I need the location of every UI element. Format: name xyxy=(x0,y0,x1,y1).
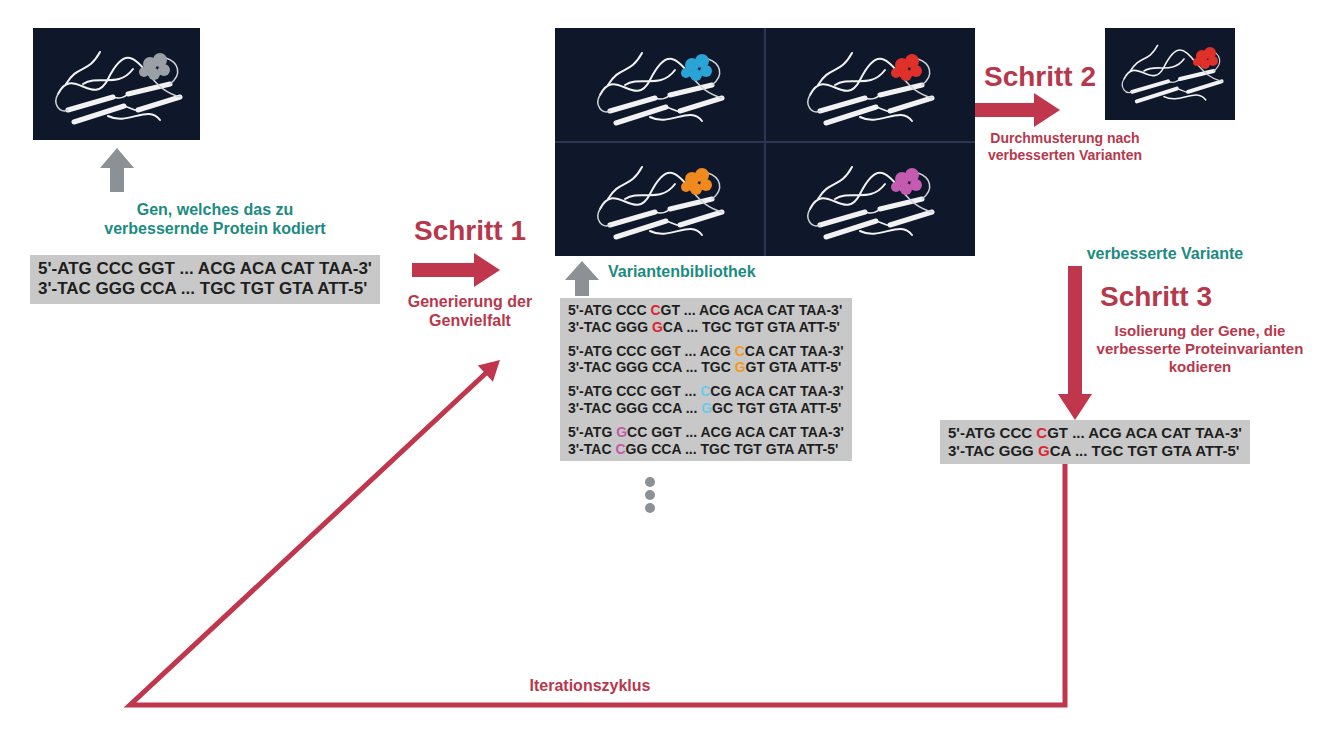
step-label: Schritt 1 xyxy=(380,214,560,248)
sequence-part: 5'-ATG xyxy=(568,424,616,440)
expression-arrow xyxy=(565,261,599,296)
connector-line xyxy=(1068,266,1082,396)
dna-strand: 5'-ATG CCC CGT ... ACG ACA CAT TAA-3' xyxy=(948,424,1242,442)
mutated-base: G xyxy=(652,319,663,335)
arrow-head xyxy=(474,253,500,287)
sequence-box: 5'-ATG CCC CGT ... ACG ACA CAT TAA-3'3'-… xyxy=(560,298,852,461)
connector-line xyxy=(975,103,1036,117)
residue-spheres xyxy=(1193,47,1218,69)
step-description: Isolierung der Gene, die verbesserte Pro… xyxy=(1095,322,1305,376)
residue-spheres xyxy=(891,54,922,81)
step-label: Schritt 2 xyxy=(960,60,1120,94)
mutated-base: G xyxy=(701,400,712,416)
sequence-part: 3'-TAC GGG xyxy=(568,319,652,335)
dna-strand: 3'-TAC GGG CCA ... GGC TGT GTA ATT-5' xyxy=(568,400,844,417)
protein-ribbon xyxy=(56,52,180,122)
panel-divider xyxy=(555,28,975,256)
expression-arrow xyxy=(100,148,134,192)
sequence-part: 3'-TAC GGG CCA ... TGC xyxy=(568,359,735,375)
arrow-head xyxy=(1058,394,1092,420)
residue-spheres xyxy=(681,168,712,195)
sequence-part: CA ... TGC TGT GTA ATT-5' xyxy=(1050,442,1240,459)
mutated-base: C xyxy=(1036,424,1047,441)
dna-strand: 5'-ATG CCC GGT ... CCG ACA CAT TAA-3' xyxy=(568,383,844,400)
mutated-base: C xyxy=(650,302,660,318)
sequence-part: GG CCA ... TGC TGT GTA ATT-5' xyxy=(626,441,839,457)
dna-strand: 3'-TAC GGG CCA ... TGC GGT GTA ATT-5' xyxy=(568,359,844,376)
node-heading: verbesserte Variante xyxy=(1060,244,1270,263)
isolated-gene: 5'-ATG CCC CGT ... ACG ACA CAT TAA-3'3'-… xyxy=(940,420,1250,464)
step-arrow xyxy=(412,253,500,287)
mutated-base: G xyxy=(616,424,627,440)
mutated-base: C xyxy=(615,441,625,457)
sequence-part: 3'-TAC GGG xyxy=(948,442,1038,459)
dna-strand: 3'-TAC GGG CCA ... TGC TGT GTA ATT-5' xyxy=(38,279,372,299)
sequence-part: GC TGT GTA ATT-5' xyxy=(712,400,841,416)
protein-ribbon xyxy=(598,167,722,237)
protein-ribbon xyxy=(808,53,932,123)
sequence-part: 5'-ATG CCC xyxy=(948,424,1036,441)
sequence-part: CG ACA CAT TAA-3' xyxy=(710,383,843,399)
variant-library: Variantenbibliothek5'-ATG CCC CGT ... AC… xyxy=(500,28,975,518)
dna-strand: 5'-ATG CCC CGT ... ACG ACA CAT TAA-3' xyxy=(568,302,844,319)
dna-strand: 5'-ATG CCC GGT ... ACG CCA CAT TAA-3' xyxy=(568,343,844,360)
protein-panel xyxy=(33,28,200,140)
sequence-part: 3'-TAC xyxy=(568,441,615,457)
sequence-box: 5'-ATG CCC GGT ... ACG ACA CAT TAA-3'3'-… xyxy=(30,255,380,304)
arrow-head xyxy=(1034,93,1060,127)
sequence-part: GT ... ACG ACA CAT TAA-3' xyxy=(1047,424,1242,441)
continuation-dots xyxy=(645,477,655,513)
dna-strand: 3'-TAC GGG GCA ... TGC TGT GTA ATT-5' xyxy=(568,319,844,336)
step-label: Schritt 3 xyxy=(1100,280,1270,314)
connector-line xyxy=(412,263,476,277)
dna-strand: 5'-ATG CCC GGT ... ACG ACA CAT TAA-3' xyxy=(38,259,372,279)
cycle-label: Iterationszyklus xyxy=(500,676,680,695)
sequence-part: CA CAT TAA-3' xyxy=(745,343,844,359)
protein-ribbon xyxy=(598,53,722,123)
iteration-connector xyxy=(130,360,1065,705)
sequence-part: CA ... TGC TGT GTA ATT-5' xyxy=(663,319,840,335)
gene-block: Gen, welches das zu verbessernde Protein… xyxy=(28,28,412,306)
protein-panel xyxy=(555,28,975,256)
dna-strand: 3'-TAC GGG GCA ... TGC TGT GTA ATT-5' xyxy=(948,442,1242,460)
arrow-head xyxy=(478,360,500,382)
step-arrow xyxy=(1058,266,1092,420)
mutated-base: G xyxy=(1038,442,1050,459)
sequence-part: GT ... ACG ACA CAT TAA-3' xyxy=(661,302,843,318)
dna-strand: 3'-TAC CGG CCA ... TGC TGT GTA ATT-5' xyxy=(568,441,844,458)
sequence-part: 5'-ATG CCC xyxy=(568,302,650,318)
sequence-part: 3'-TAC GGG CCA ... xyxy=(568,400,701,416)
sequence-part: CC GGT ... ACG ACA CAT TAA-3' xyxy=(627,424,844,440)
protein-ribbon xyxy=(1122,45,1221,101)
step-arrow xyxy=(975,93,1060,127)
mutated-base: G xyxy=(735,359,746,375)
protein-ribbon xyxy=(808,167,932,237)
mutated-base: C xyxy=(700,383,710,399)
protein-panel xyxy=(1105,28,1235,120)
node-heading: Gen, welches das zu verbessernde Protein… xyxy=(95,200,335,238)
step-description: Durchmusterung nach verbesserten Variant… xyxy=(965,130,1165,164)
residue-spheres xyxy=(891,168,922,195)
sequence-part: GT GTA ATT-5' xyxy=(746,359,842,375)
node-heading: Variantenbibliothek xyxy=(608,262,828,281)
mutated-base: C xyxy=(735,343,745,359)
dna-strand: 5'-ATG GCC GGT ... ACG ACA CAT TAA-3' xyxy=(568,424,844,441)
sequence-part: 5'-ATG CCC GGT ... ACG xyxy=(568,343,735,359)
residue-spheres xyxy=(139,53,170,80)
step-description: Generierung der Genvielfalt xyxy=(392,292,548,330)
sequence-part: 5'-ATG CCC GGT ... xyxy=(568,383,700,399)
residue-spheres xyxy=(681,54,712,81)
